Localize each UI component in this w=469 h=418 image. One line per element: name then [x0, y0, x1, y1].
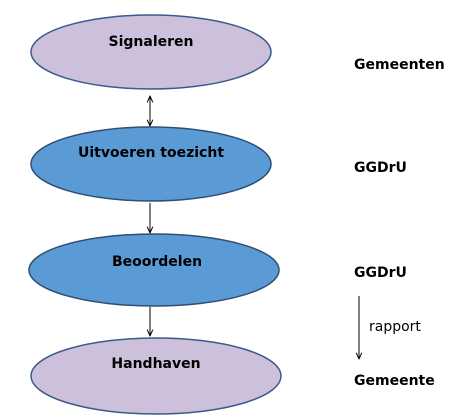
node-handhaven-label: Handhaven — [111, 356, 200, 372]
node-signaleren: Signaleren — [30, 14, 272, 90]
actor-label-beoordelen: GGDrU — [354, 265, 407, 281]
node-uitvoeren-toezicht-label: Uitvoeren toezicht — [78, 145, 224, 161]
rapport-label: rapport — [369, 319, 421, 335]
node-uitvoeren-toezicht-shape — [30, 126, 272, 202]
actor-label-handhaven: Gemeente — [354, 373, 435, 389]
node-signaleren-label: Signaleren — [109, 34, 194, 50]
actor-label-signaleren: Gemeenten — [354, 57, 445, 73]
node-signaleren-shape — [30, 14, 272, 90]
node-beoordelen-label: Beoordelen — [112, 254, 202, 270]
node-uitvoeren-toezicht: Uitvoeren toezicht — [30, 126, 272, 202]
node-handhaven: Handhaven — [30, 337, 282, 415]
node-beoordelen-shape — [28, 233, 280, 307]
actor-label-uitvoeren-toezicht: GGDrU — [354, 160, 407, 176]
node-handhaven-shape — [30, 337, 282, 415]
node-beoordelen: Beoordelen — [28, 233, 280, 307]
